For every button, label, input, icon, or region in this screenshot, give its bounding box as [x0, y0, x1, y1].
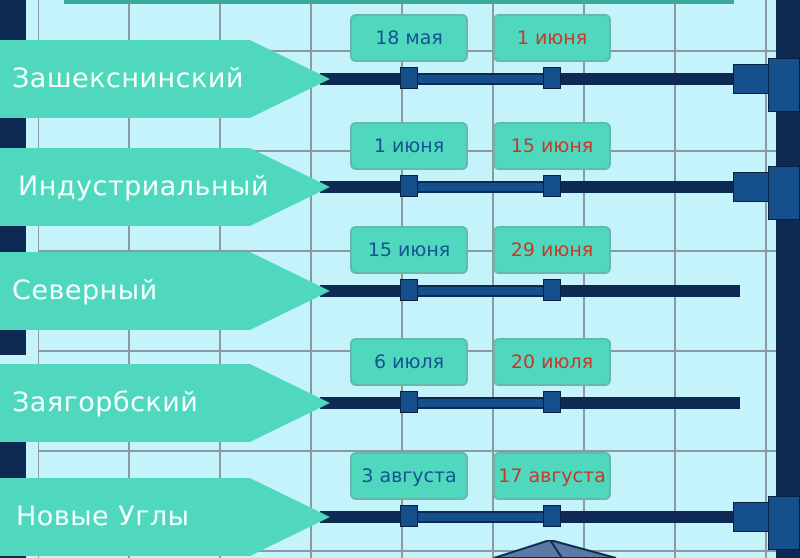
end-marker — [543, 505, 561, 527]
track-end-cap — [733, 502, 771, 532]
start-marker — [400, 391, 418, 413]
end-marker — [543, 67, 561, 89]
district-name: Северный — [12, 275, 158, 306]
start-marker — [400, 175, 418, 197]
start-marker — [400, 67, 418, 89]
tag-arrow-shape — [0, 148, 330, 226]
end-date: 1 июня — [495, 16, 609, 60]
start-date: 3 августа — [352, 454, 466, 498]
timeline-active-segment — [408, 513, 551, 521]
end-marker — [543, 391, 561, 413]
district-name: Индустриальный — [18, 171, 269, 202]
district-tag: Индустриальный — [0, 148, 330, 226]
tag-arrow-shape — [0, 40, 330, 118]
end-date: 29 июня — [495, 228, 609, 272]
timeline-active-segment — [408, 287, 551, 295]
roof-shape — [493, 540, 617, 558]
district-row: Новые Углы 3 августа 17 августа — [0, 448, 800, 558]
timeline-active-segment — [408, 399, 551, 407]
start-marker — [400, 505, 418, 527]
district-row: Индустриальный 1 июня 15 июня — [0, 118, 800, 228]
district-name: Новые Углы — [16, 501, 190, 532]
district-tag: Новые Углы — [0, 478, 330, 556]
district-tag: Заягорбский — [0, 364, 330, 442]
end-date: 17 августа — [495, 454, 609, 498]
district-row: Заягорбский 6 июля 20 июля — [0, 334, 800, 444]
end-date: 15 июня — [495, 124, 609, 168]
district-tag: Зашекснинский — [0, 40, 330, 118]
start-date: 6 июля — [352, 340, 466, 384]
start-date: 18 мая — [352, 16, 466, 60]
start-date: 1 июня — [352, 124, 466, 168]
post-joint — [768, 496, 800, 550]
end-date: 20 июля — [495, 340, 609, 384]
tag-arrow-shape — [0, 364, 330, 442]
left-bar-segment — [0, 0, 26, 40]
tag-arrow-shape — [0, 252, 330, 330]
district-row: Северный 15 июня 29 июня — [0, 222, 800, 332]
end-marker — [543, 279, 561, 301]
timeline-active-segment — [408, 75, 551, 83]
left-bar-segment — [0, 112, 26, 150]
post-joint — [768, 166, 800, 220]
district-row: Зашекснинский 18 мая 1 июня — [0, 10, 800, 120]
district-name: Заягорбский — [12, 387, 199, 418]
top-banner-edge — [64, 0, 734, 4]
start-marker — [400, 279, 418, 301]
district-tag: Северный — [0, 252, 330, 330]
district-name: Зашекснинский — [12, 63, 244, 94]
track-end-cap — [733, 64, 771, 94]
start-date: 15 июня — [352, 228, 466, 272]
track-end-cap — [733, 172, 771, 202]
tag-arrow-shape — [0, 478, 330, 556]
timeline-active-segment — [408, 183, 551, 191]
post-joint — [768, 58, 800, 112]
end-marker — [543, 175, 561, 197]
